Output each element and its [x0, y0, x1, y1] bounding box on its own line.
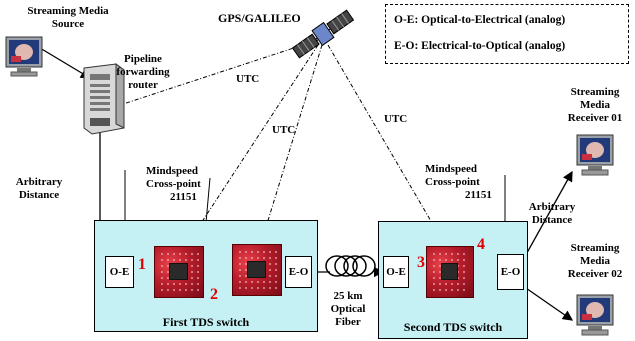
router-label-line1: Pipeline — [124, 53, 162, 65]
receiver-02-line1: Streaming — [570, 242, 620, 254]
first-switch-oe-box: O-E — [105, 256, 134, 288]
crosspoint-second-line2: Cross-point — [425, 176, 480, 188]
legend-box: O-E: Optical-to-Electrical (analog) E-O:… — [385, 4, 629, 64]
source-label-line2: Source — [51, 18, 85, 30]
legend-oe-definition: O-E: Optical-to-Electrical (analog) — [394, 14, 566, 26]
crosspoint-label-second: Mindspeed Cross-point 21151 — [425, 163, 492, 202]
crosspoint-first-line1: Mindspeed — [146, 165, 198, 177]
arbitrary-distance-left: Arbitrary Distance — [9, 176, 69, 202]
source-monitor-icon — [5, 36, 43, 77]
first-switch-eo-box: E-O — [285, 256, 312, 288]
legend-eo-definition: E-O: Electrical-to-Optical (analog) — [394, 40, 566, 52]
receiver-02-monitor-icon — [576, 294, 614, 336]
second-switch-eo-box: E-O — [497, 254, 524, 290]
second-switch-crosspoint-board — [426, 246, 474, 298]
marker-1: 1 — [138, 256, 146, 273]
receiver-02-line2: Media — [580, 255, 610, 267]
first-switch-crosspoint-board-2 — [232, 244, 282, 296]
source-label-line1: Streaming Media — [27, 5, 109, 17]
second-switch-label: Second TDS switch — [403, 320, 503, 334]
satellite-icon — [291, 9, 355, 59]
marker-4: 4 — [477, 236, 485, 253]
receiver-02-line3: Receiver 02 — [567, 268, 623, 280]
arbitrary-distance-left-line1: Arbitrary — [15, 176, 63, 188]
receiver-01-line1: Streaming — [570, 86, 620, 98]
marker-3: 3 — [417, 254, 425, 271]
arbitrary-distance-right: Arbitrary Distance — [522, 201, 582, 227]
receiver-01-label: Streaming Media Receiver 01 — [555, 86, 635, 125]
fiber-label-line1: 25 km — [333, 290, 363, 302]
receiver-01-line3: Receiver 01 — [567, 112, 623, 124]
router-label-line3: router — [128, 79, 158, 91]
fiber-label-line3: Fiber — [335, 316, 361, 328]
fiber-label: 25 km Optical Fiber — [318, 290, 378, 329]
router-label: Pipeline forwarding router — [113, 53, 173, 92]
arbitrary-distance-left-line2: Distance — [18, 189, 60, 201]
marker-2: 2 — [210, 286, 218, 303]
router-label-line2: forwarding — [116, 66, 170, 78]
crosspoint-first-line2: Cross-point — [146, 178, 201, 190]
arbitrary-distance-right-line1: Arbitrary — [528, 201, 576, 213]
fiber-label-line2: Optical — [330, 303, 366, 315]
first-switch-crosspoint-board-1 — [154, 246, 204, 298]
crosspoint-second-line3: 21151 — [465, 189, 492, 201]
arbitrary-distance-right-line2: Distance — [531, 214, 573, 226]
receiver-02-label: Streaming Media Receiver 02 — [555, 242, 635, 281]
crosspoint-first-line3: 21151 — [170, 191, 197, 203]
first-switch-label: First TDS switch — [162, 315, 250, 329]
source-label: Streaming Media Source — [10, 5, 126, 31]
utc-label-router: UTC — [236, 73, 260, 85]
utc-label-first-switch: UTC — [272, 124, 296, 136]
crosspoint-second-line1: Mindspeed — [425, 163, 477, 175]
receiver-01-line2: Media — [580, 99, 610, 111]
second-switch-oe-box: O-E — [383, 256, 409, 288]
receiver-01-monitor-icon — [576, 134, 614, 176]
utc-label-second-switch: UTC — [384, 113, 408, 125]
router-icon — [83, 63, 125, 135]
gps-label: GPS/GALILEO — [218, 11, 301, 25]
crosspoint-label-first: Mindspeed Cross-point 21151 — [146, 165, 201, 204]
